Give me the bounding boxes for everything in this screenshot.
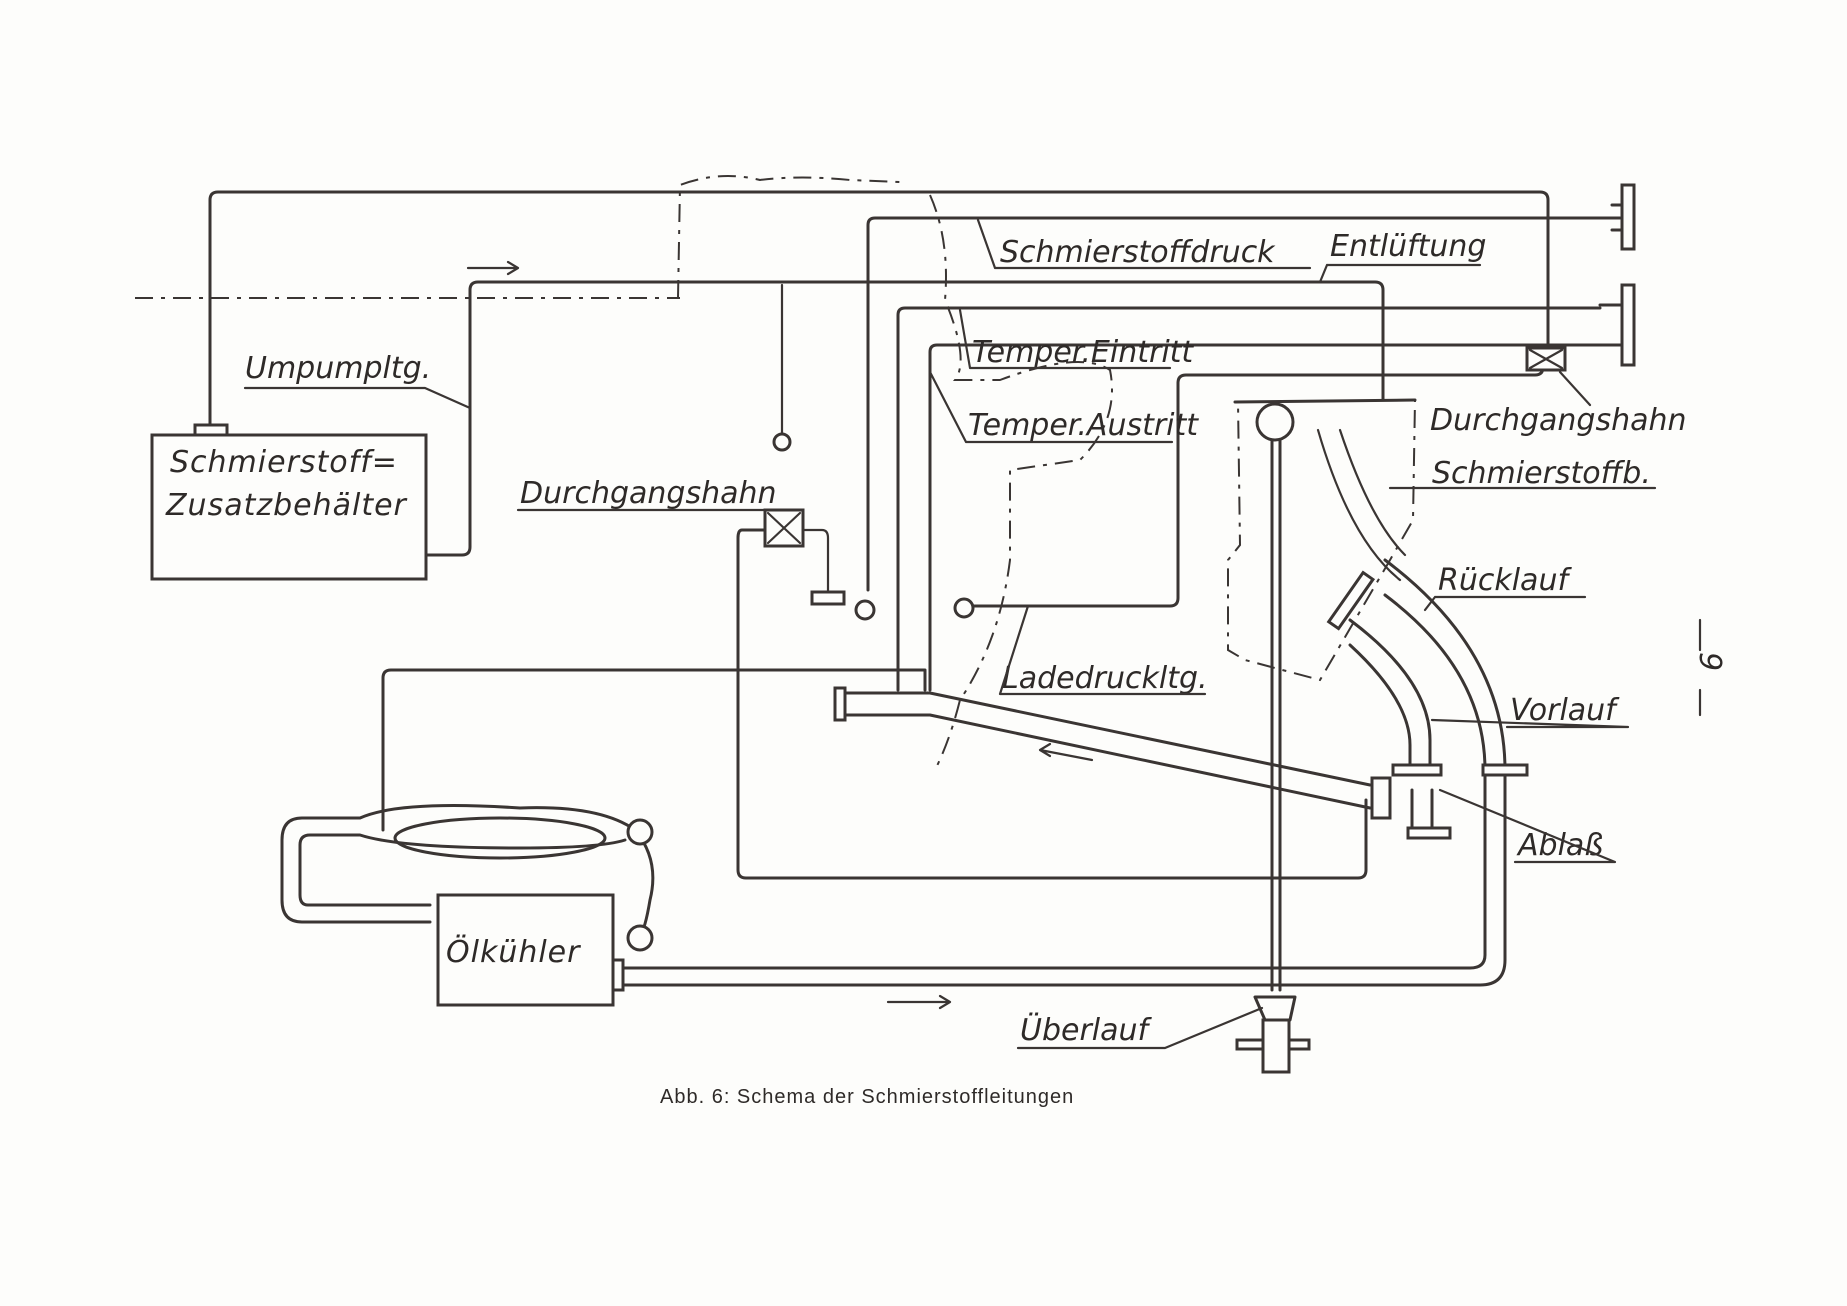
- stub-left-bulb: [772, 432, 792, 452]
- tank-top-edge: [1233, 398, 1417, 404]
- label-durchgangshahn-left: Durchgangshahn: [520, 476, 777, 511]
- flange-ablass: [1406, 826, 1452, 840]
- label-durchgangshahn-right: Durchgangshahn: [1430, 403, 1687, 438]
- label-entlueftung: Entlüftung: [1330, 229, 1486, 264]
- ladedruck-bulb: [953, 597, 975, 619]
- pipe-cooler-feed: [381, 668, 927, 832]
- pipe-durchgangshahn-loop: [736, 528, 1368, 880]
- page-number: 9: [1692, 652, 1727, 671]
- zusatzbehaelter-line2: Zusatzbehälter: [165, 488, 408, 523]
- connector-mid: [1620, 283, 1636, 367]
- flange-vorlauf: [1391, 763, 1443, 777]
- connector-mid-flange: [1598, 303, 1624, 347]
- valve-left-icon: [766, 511, 802, 545]
- cooler-port-top: [626, 818, 654, 846]
- cooler-coil: [393, 816, 607, 860]
- arrow-bottom: [886, 994, 952, 1010]
- pipe-ruecklauf: [618, 558, 1507, 987]
- tank-inlet-duct: [1316, 428, 1407, 582]
- flange-ruecklauf-low: [1481, 763, 1529, 777]
- pipe-vorlauf-inner: [1348, 643, 1412, 772]
- cooler-port-bottom: [626, 924, 654, 952]
- pipe-tank-top: [208, 190, 1550, 432]
- pipe-schmierstoffdruck: [866, 216, 1622, 592]
- oelkuehler-box: [436, 893, 615, 1007]
- label-vorlauf: Vorlauf: [1510, 693, 1620, 728]
- label-schmierstoffdruck: Schmierstoffdruck: [1000, 235, 1276, 270]
- pipe-umpumpltg: [423, 280, 1385, 557]
- leader-entlueftung: [1318, 263, 1482, 284]
- pipe-temper-eintritt: [896, 306, 1602, 692]
- float-rod: [1270, 438, 1282, 992]
- label-temper-austritt: Temper.Austritt: [968, 408, 1199, 443]
- label-ladedruckltg: Ladedruckltg.: [1002, 661, 1208, 696]
- leader-ueberlauf: [1016, 1006, 1264, 1050]
- leader-schmierstoffdruck: [976, 218, 1312, 270]
- ueberlauf-pipe: [1261, 1018, 1291, 1074]
- engine-outline-top: [677, 175, 901, 299]
- label-ruecklauf: Rücklauf: [1438, 563, 1572, 598]
- connector-top-flange: [1610, 203, 1624, 232]
- leader-temper-austritt: [928, 370, 1174, 444]
- leader-umpumpltg: [243, 386, 472, 410]
- label-ablass: Ablaß: [1516, 828, 1603, 863]
- label-umpumpltg: Umpumpltg.: [245, 351, 431, 386]
- tank-float: [1255, 402, 1295, 442]
- pipe-diagonal: [841, 691, 1372, 810]
- valve-right-icon: [1528, 348, 1564, 370]
- label-temper-eintritt: Temper.Eintritt: [972, 335, 1194, 370]
- figure-caption: Abb. 6: Schema der Schmierstoffleitungen: [660, 1086, 1074, 1108]
- pipe-ruecklauf-inner: [618, 593, 1487, 970]
- pipe-ladedruckltg: [971, 358, 1545, 608]
- leader-temper-eintritt: [958, 308, 1172, 370]
- leader-ladedruckltg: [998, 604, 1207, 696]
- pipe-diagonal-cap: [833, 686, 847, 722]
- arrow-top: [466, 260, 520, 276]
- leader-durchgangshahn-right: [1558, 370, 1592, 407]
- engine-outline-right: [929, 194, 1113, 771]
- arrow-diagonal: [1038, 742, 1094, 762]
- label-ueberlauf: Überlauf: [1020, 1012, 1153, 1048]
- zusatzbehaelter-line1: Schmierstoff=: [170, 445, 398, 480]
- cooler-loop-inner: [298, 833, 627, 907]
- pipe-durchgangshahn-drop: [800, 528, 830, 594]
- stub-center-bulb: [854, 599, 876, 621]
- pipe-temper-austritt: [928, 343, 1602, 692]
- stub-tee: [810, 590, 846, 606]
- cooler-loop: [280, 804, 655, 937]
- pipe-vorlauf: [1348, 618, 1432, 772]
- leader-ablass: [1438, 788, 1617, 864]
- connector-top: [1620, 183, 1636, 251]
- label-schmierstoffb: Schmierstoffb.: [1432, 456, 1651, 491]
- schmierstoffb-tank: [1227, 398, 1417, 682]
- leader-ruecklauf: [1423, 595, 1587, 612]
- flange-ruecklauf: [1326, 570, 1376, 631]
- zusatzbehaelter-cap: [193, 423, 229, 437]
- oelkuehler-outlet: [611, 958, 625, 992]
- zusatzbehaelter-box: [150, 433, 428, 581]
- pipe-ablass: [1410, 788, 1434, 832]
- label-oelkuehler: Ölkühler: [446, 934, 581, 970]
- leader-vorlauf: [1430, 718, 1630, 729]
- pipe-diagonal-flange: [1370, 776, 1392, 820]
